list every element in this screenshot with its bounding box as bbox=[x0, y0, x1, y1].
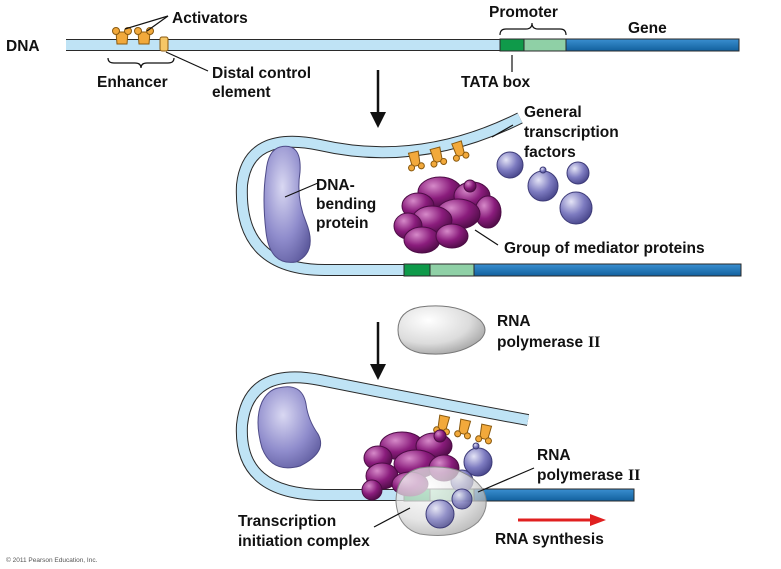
rna-polymerase-ii-free bbox=[397, 305, 486, 355]
label-activators: Activators bbox=[172, 10, 248, 27]
gene-segment bbox=[565, 38, 740, 52]
activator-icon bbox=[454, 418, 472, 440]
promoter-brace bbox=[499, 22, 567, 36]
label-distal-line2: element bbox=[212, 84, 271, 101]
activator-icon bbox=[134, 27, 154, 45]
looped-dna-strand-panel2 bbox=[235, 112, 742, 277]
label-gtf-line2: transcription bbox=[524, 124, 619, 141]
label-rnapol-bound-line2: polymerase bbox=[537, 467, 624, 484]
panel1-leader-lines bbox=[107, 15, 567, 72]
activator-icon bbox=[475, 423, 493, 445]
label-mediator: Group of mediator proteins bbox=[504, 240, 705, 257]
down-arrow-icon bbox=[370, 70, 386, 128]
dna-bending-protein-panel2 bbox=[263, 145, 311, 263]
label-rnapol-bound-numeral: II bbox=[628, 467, 640, 484]
label-rnapol-bound-line1: RNA bbox=[537, 447, 571, 464]
enhancer-brace bbox=[107, 57, 175, 69]
distal-control-element-mark bbox=[159, 36, 169, 52]
dna-bending-protein-panel3 bbox=[257, 386, 322, 469]
label-dna: DNA bbox=[6, 38, 40, 55]
label-rna-synthesis: RNA synthesis bbox=[495, 531, 604, 548]
panel2-leader-lines bbox=[284, 124, 514, 246]
label-distal-line1: Distal control bbox=[212, 65, 311, 82]
mediator-proteins-panel2 bbox=[393, 176, 502, 254]
label-promoter: Promoter bbox=[489, 4, 558, 21]
down-arrow-icon bbox=[370, 322, 386, 380]
activator-icon bbox=[407, 150, 425, 172]
tata-box-segment bbox=[499, 38, 525, 52]
activator-icon bbox=[112, 27, 132, 45]
activators-panel1 bbox=[112, 27, 169, 52]
label-dnabend-line2: bending bbox=[316, 196, 376, 213]
panel3-leader-lines bbox=[373, 467, 535, 528]
label-gene: Gene bbox=[628, 20, 667, 37]
label-dnabend-line3: protein bbox=[316, 215, 369, 232]
copyright-notice: © 2011 Pearson Education, Inc. bbox=[6, 556, 98, 564]
activators-panel2 bbox=[407, 140, 470, 172]
gtf-overlap-panel3 bbox=[425, 488, 473, 529]
activator-icon bbox=[429, 146, 448, 168]
general-transcription-factors bbox=[496, 151, 593, 225]
label-complex-line2: initiation complex bbox=[238, 533, 370, 550]
label-complex-line1: Transcription bbox=[238, 513, 336, 530]
label-enhancer: Enhancer bbox=[97, 74, 168, 91]
linear-dna-strand bbox=[66, 38, 740, 52]
label-rnapol-free-line2: polymerase bbox=[497, 334, 584, 351]
label-gtf-line3: factors bbox=[524, 144, 576, 161]
rna-synthesis-arrow-icon bbox=[518, 514, 606, 526]
label-rnapol-free-line1: RNA bbox=[497, 313, 531, 330]
label-rnapol-free-numeral: II bbox=[588, 334, 600, 351]
label-dnabend-line1: DNA- bbox=[316, 177, 355, 194]
activator-icon bbox=[451, 140, 470, 162]
promoter-segment bbox=[523, 38, 567, 52]
label-gtf-line1: General bbox=[524, 104, 582, 121]
label-tata-box: TATA box bbox=[461, 74, 531, 91]
